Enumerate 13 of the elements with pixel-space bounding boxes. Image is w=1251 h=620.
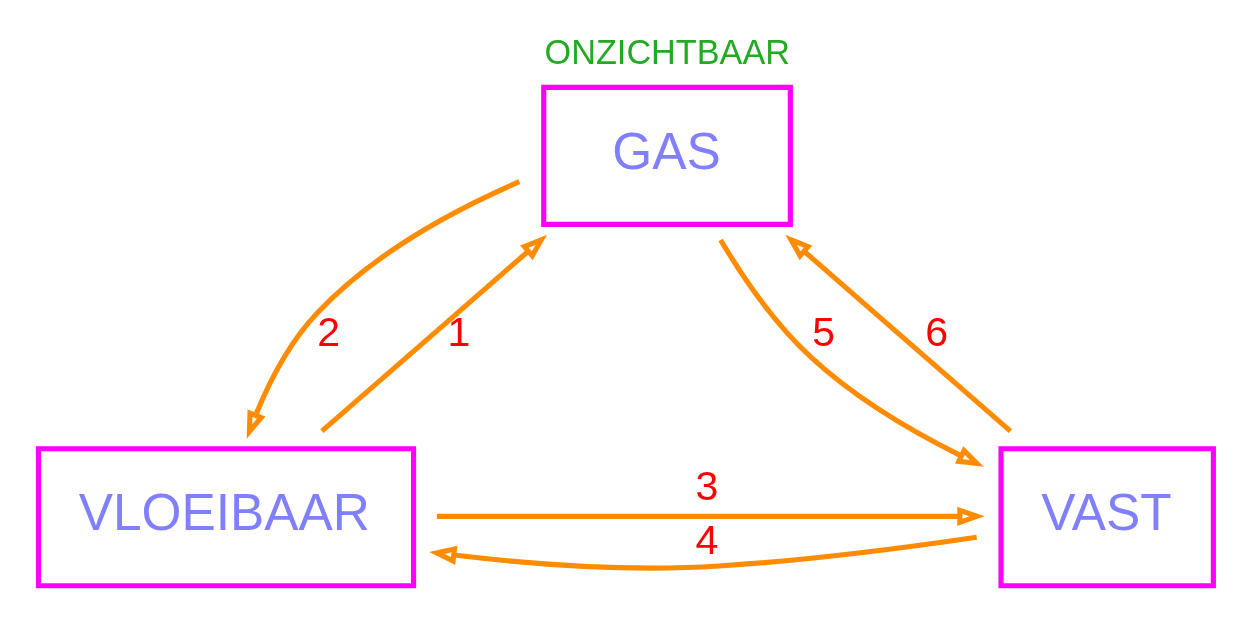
arrow <box>718 238 984 467</box>
edge-label: 2 <box>317 309 341 356</box>
arrow <box>320 234 548 434</box>
node-label: ONZICHTBAAR <box>544 33 791 72</box>
arrow <box>429 534 978 571</box>
edge-label: 4 <box>695 517 719 564</box>
edge-label: 1 <box>447 309 471 356</box>
edge-label: 6 <box>925 309 949 356</box>
edge-label: 5 <box>812 309 836 356</box>
arrow <box>436 506 985 526</box>
arrow <box>246 179 521 439</box>
arrow <box>785 234 1013 434</box>
edge-label: 3 <box>695 462 719 509</box>
